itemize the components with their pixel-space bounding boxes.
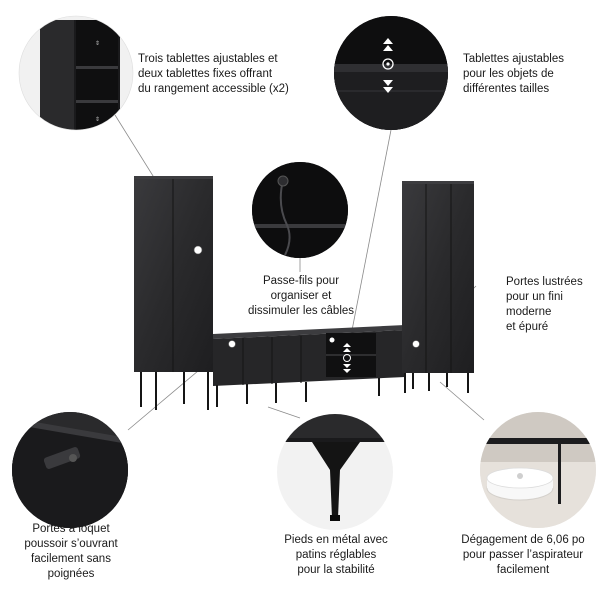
inset-cable-pass [252, 162, 348, 258]
caption-glossy-doors: Portes lustrées pour un fini moderne et … [506, 276, 583, 333]
caption-adjustable-shelves: Tablettes ajustables pour les objets de … [463, 53, 565, 95]
shelf-arrows-icon [382, 38, 394, 93]
caption-push-doors: Portes à loquet poussoir s’ouvrant facil… [24, 523, 118, 580]
shelf-adjust-arrows-icon [343, 343, 351, 373]
tv-wall-unit [134, 176, 474, 410]
svg-text:⇕: ⇕ [95, 40, 100, 47]
tv-bench [213, 330, 405, 386]
inset-adjustable-shelf [334, 16, 448, 130]
caption-cable-pass: Passe-fils pour organiser et dissimuler … [247, 275, 355, 317]
inset-cabinet-interior: ⇕ ⇕ [18, 15, 134, 131]
caption-shelves-x2: Trois tablettes ajustables et deux table… [138, 53, 289, 95]
caption-clearance: Dégagement de 6,06 po pour passer l’aspi… [461, 534, 585, 576]
inset-push-latch [12, 412, 128, 528]
inset-vacuum-clearance [480, 412, 596, 528]
inset-metal-leg [277, 414, 393, 530]
metal-legs [140, 372, 469, 410]
push-latch-dot-icon [193, 245, 203, 255]
svg-text:⇕: ⇕ [95, 116, 100, 123]
caption-metal-legs: Pieds en métal avec patins réglables pou… [284, 534, 388, 576]
